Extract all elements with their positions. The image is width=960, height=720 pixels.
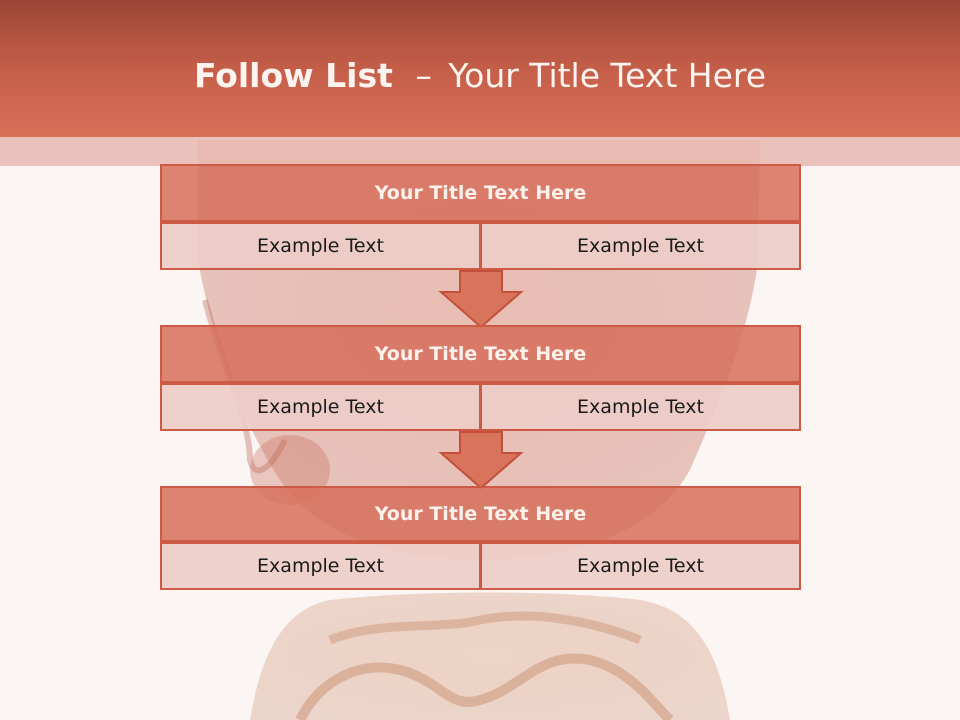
slide-title-bold: Follow List [193,56,393,95]
list-block-2: Your Title Text Here Example Text Exampl… [160,325,801,431]
header-band [0,0,960,137]
block-2-right-cell: Example Text [480,383,801,431]
block-3-right-cell: Example Text [480,542,801,590]
list-block-3: Your Title Text Here Example Text Exampl… [160,486,801,592]
list-block-1: Your Title Text Here Example Text Exampl… [160,164,801,270]
slide-title: Follow List – Your Title Text Here [0,52,960,100]
down-arrow-icon [438,431,524,489]
block-2-left-cell: Example Text [160,383,481,431]
block-1-right-cell: Example Text [480,222,801,270]
block-2-title: Your Title Text Here [160,325,801,383]
block-3-title: Your Title Text Here [160,486,801,542]
down-arrow-icon [438,270,524,328]
block-1-left-cell: Example Text [160,222,481,270]
header-strip [0,137,960,166]
block-1-title: Your Title Text Here [160,164,801,222]
slide-title-separator: – [415,56,432,95]
block-3-left-cell: Example Text [160,542,481,590]
slide-title-text: Your Title Text Here [448,56,767,95]
